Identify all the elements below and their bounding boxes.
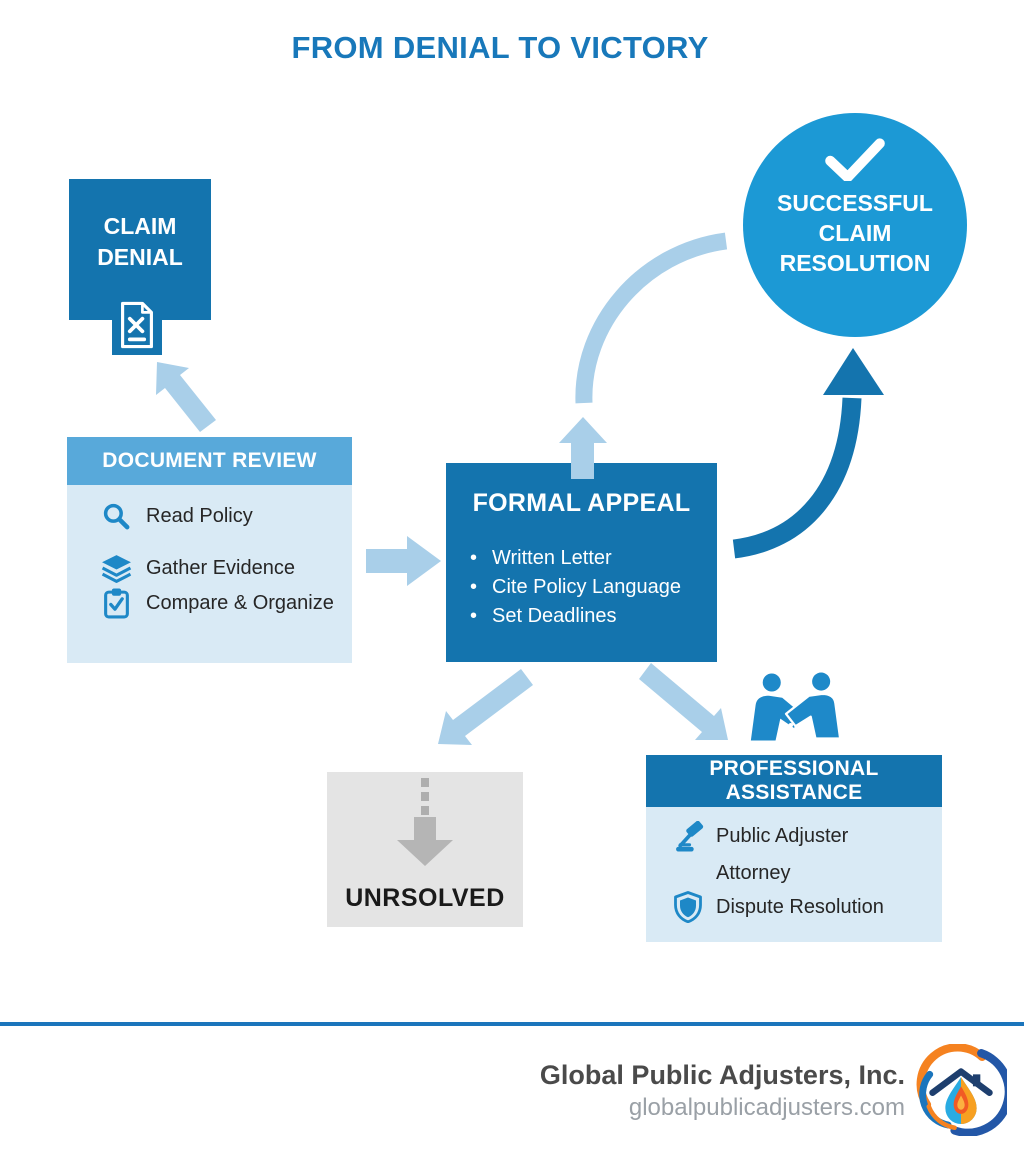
gavel-icon (672, 821, 704, 852)
success-line1: SUCCESSFUL (777, 190, 933, 216)
list-item: Read Policy (67, 502, 352, 531)
formal-appeal-header: FORMAL APPEAL (472, 489, 691, 517)
professional-assistance-panel: PROFESSIONAL ASSISTANCE Public Adjuster … (646, 755, 942, 942)
down-dashed-arrow-icon (397, 778, 453, 866)
bullet-item: Cite Policy Language (470, 573, 717, 602)
arrow-up-left-to-denial (156, 362, 216, 432)
footer-company-name: Global Public Adjusters, Inc. (539, 1060, 905, 1090)
list-item-label: Read Policy (146, 505, 253, 527)
gpa-logo (915, 1043, 1013, 1141)
list-item: Public Adjuster (646, 821, 942, 852)
handshake-icon (748, 672, 843, 755)
magnifier-icon (100, 502, 132, 531)
claim-denial-line2: DENIAL (97, 244, 183, 270)
list-item: Attorney (646, 862, 942, 885)
list-item-label: Compare & Organize (146, 592, 334, 614)
document-x-icon (112, 295, 162, 355)
professional-assistance-header: PROFESSIONAL ASSISTANCE (646, 755, 942, 807)
footer-text-block: Global Public Adjusters, Inc. globalpubl… (540, 1060, 905, 1122)
layers-icon (100, 554, 132, 583)
list-item: Gather Evidence (67, 554, 352, 583)
footer-website: globalpublicadjusters.com (628, 1094, 905, 1121)
success-line3: RESOLUTION (779, 250, 931, 276)
arrowhead-dark-to-success (823, 348, 884, 395)
arrow-right-to-appeal (366, 536, 441, 586)
document-review-header: DOCUMENT REVIEW (67, 437, 352, 485)
document-review-panel: DOCUMENT REVIEW Read Policy (67, 437, 352, 663)
formal-appeal-box: FORMAL APPEAL Written Letter Cite Policy… (446, 463, 717, 662)
success-line2: CLAIM (818, 220, 892, 246)
clipboard-check-icon (100, 588, 132, 619)
list-item-label: Public Adjuster (716, 825, 849, 847)
list-item-label: Gather Evidence (146, 557, 295, 579)
unresolved-box: UNRSOLVED (327, 772, 523, 927)
list-item-label: Attorney (716, 862, 791, 884)
list-item: Dispute Resolution (646, 891, 942, 923)
bullet-item: Written Letter (470, 544, 717, 573)
curve-light-to-success (575, 232, 728, 404)
footer-divider (0, 1022, 1024, 1026)
page-title: FROM DENIAL TO VICTORY (291, 30, 709, 65)
claim-denial-line1: CLAIM (103, 213, 177, 239)
bullet-item: Set Deadlines (470, 602, 717, 631)
arrow-down-right-to-assistance (639, 663, 728, 740)
successful-resolution-circle: SUCCESSFUL CLAIM RESOLUTION (743, 113, 967, 337)
shield-icon (672, 891, 704, 923)
check-icon (743, 137, 967, 186)
list-item-label: Dispute Resolution (716, 895, 884, 918)
curve-dark-to-success (732, 397, 862, 559)
arrow-down-left-to-unresolved (438, 669, 533, 745)
unresolved-label: UNRSOLVED (345, 884, 505, 912)
list-item: Compare & Organize (67, 588, 352, 619)
formal-appeal-list: Written Letter Cite Policy Language Set … (446, 544, 717, 631)
